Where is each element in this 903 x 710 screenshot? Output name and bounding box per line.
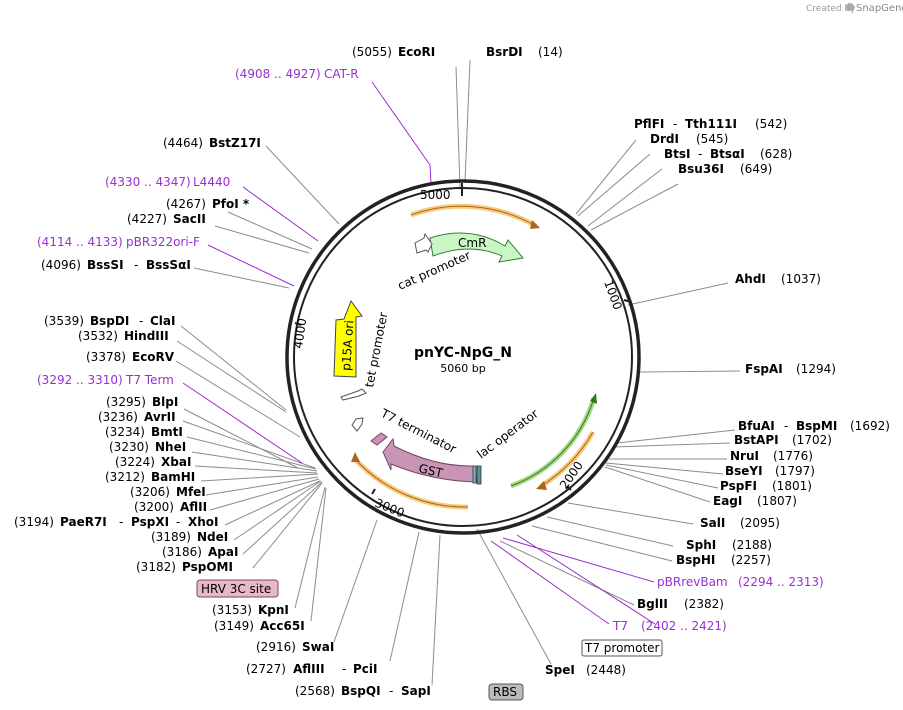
site-bamhi[interactable]: (3212)BamHI <box>105 470 195 484</box>
site-ecorv[interactable]: (3378)EcoRV <box>86 350 175 364</box>
gst-orf-line <box>353 457 469 508</box>
site-nhei[interactable]: (3230)NheI <box>109 440 186 454</box>
p15a-label: p15A ori <box>339 320 356 371</box>
p15a-ori-feature[interactable] <box>333 299 363 378</box>
primer-lines <box>182 81 656 625</box>
site-bstapi[interactable]: BstAPI(1702) <box>734 433 832 447</box>
tet-promoter-label: tet promoter <box>362 311 390 389</box>
site-ecori[interactable]: (5055)EcoRI <box>352 45 435 59</box>
site-fspai[interactable]: FspAI(1294) <box>745 362 836 376</box>
snapgene-logo-icon <box>846 3 854 11</box>
site-labels: (5055)EcoRI BsrDI(14) (4908 .. 4927)CAT-… <box>14 45 890 698</box>
site-avrii[interactable]: (3236)AvrII <box>98 410 176 424</box>
cmr-label: CmR <box>458 236 486 250</box>
site-acc65i[interactable]: (3149)Acc65I <box>214 619 305 633</box>
site-afliii[interactable]: (2727)AflIII-PciI <box>246 662 378 676</box>
brand-text: SnapGene <box>856 3 903 14</box>
site-pfoi[interactable]: (4267)PfoI * <box>166 197 250 211</box>
site-bsu36i[interactable]: Bsu36I(649) <box>678 162 772 176</box>
cat-orf-line <box>410 205 537 227</box>
site-bspqi[interactable]: (2568)BspQI-SapI <box>295 684 431 698</box>
primer-pbr322ori-f[interactable]: (4114 .. 4133)pBR322ori-F <box>37 235 200 249</box>
site-kpni[interactable]: (3153)KpnI <box>212 603 289 617</box>
t7-terminator-icon <box>351 417 364 432</box>
site-bstz17i[interactable]: (4464)BstZ17I <box>163 136 261 150</box>
t7-promoter-box[interactable]: T7 promoter <box>581 639 663 657</box>
site-bsrdi[interactable]: BsrDI(14) <box>486 45 563 59</box>
site-mfei[interactable]: (3206)MfeI <box>130 485 206 499</box>
lacI-arrowhead-icon <box>590 393 597 404</box>
site-btsi[interactable]: BtsI-BtsαI(628) <box>664 147 792 161</box>
lac-orf-arrowhead-icon <box>536 481 547 490</box>
site-pspfi[interactable]: PspFI(1801) <box>720 479 812 493</box>
site-pflfi[interactable]: PflFI-Tth111I(542) <box>634 117 787 131</box>
plasmid-length: 5060 bp <box>440 362 485 375</box>
tick-4000: 4000 <box>291 317 309 349</box>
primer-t7[interactable]: T7(2402 .. 2421) <box>612 619 727 633</box>
backbone-outer <box>285 179 641 535</box>
site-ahdi[interactable]: AhdI(1037) <box>735 272 821 286</box>
site-nrui[interactable]: NruI(1776) <box>730 449 813 463</box>
connector-lines <box>175 59 741 686</box>
hrv-box[interactable]: HRV 3C site <box>196 579 279 598</box>
hrv-site-feature[interactable] <box>370 432 388 446</box>
site-ndei[interactable]: (3189)NdeI <box>151 530 228 544</box>
site-bmti[interactable]: (3234)BmtI <box>105 425 183 439</box>
site-bglii[interactable]: BglII(2382) <box>637 597 724 611</box>
site-blpi[interactable]: (3295)BlpI <box>106 395 178 409</box>
lac-orf-line <box>540 431 594 487</box>
rbs-box[interactable]: RBS <box>488 683 524 701</box>
gst-label: GST <box>417 461 444 480</box>
rbs-marker <box>472 465 477 484</box>
primer-pbrrevbam[interactable]: pBRrevBam(2294 .. 2313) <box>657 575 824 589</box>
tick-marks <box>294 183 632 495</box>
lac-operator-label: lac operator <box>474 406 541 461</box>
site-swai[interactable]: (2916)SwaI <box>256 640 334 654</box>
site-pspomi[interactable]: (3182)PspOMI <box>136 560 233 574</box>
rbs-box-label: RBS <box>493 685 517 699</box>
tick-5000: 5000 <box>420 188 451 202</box>
snapgene-credit: Created by SnapGene <box>806 3 903 14</box>
site-bsphi[interactable]: BspHI(2257) <box>676 553 771 567</box>
site-sali[interactable]: SalI(2095) <box>700 516 780 530</box>
site-bseyi[interactable]: BseYI(1797) <box>725 464 815 478</box>
site-bfuai[interactable]: BfuAI-BspMI(1692) <box>738 419 890 433</box>
primer-t7-term[interactable]: (3292 .. 3310)T7 Term <box>37 373 174 387</box>
site-paer7i[interactable]: (3194)PaeR7I-PspXI-XhoI <box>14 515 219 529</box>
primer-l4440[interactable]: (4330 .. 4347)L4440 <box>105 175 230 189</box>
primer-cat-r[interactable]: (4908 .. 4927)CAT-R <box>235 67 359 81</box>
site-hindiii[interactable]: (3532)HindIII <box>78 329 169 343</box>
hrv-box-label: HRV 3C site <box>201 582 271 596</box>
cat-orf-arrowhead-icon <box>530 220 540 229</box>
site-drdi[interactable]: DrdI(545) <box>650 132 728 146</box>
site-sphi[interactable]: SphI(2188) <box>686 538 772 552</box>
site-aflii[interactable]: (3200)AflII <box>134 500 207 514</box>
cmr-feature[interactable] <box>429 232 524 263</box>
tet-promoter-feature[interactable] <box>340 388 367 401</box>
lac-operator-marker <box>476 465 482 485</box>
lacI-line <box>510 397 595 487</box>
site-bspdi[interactable]: (3539)BspDI-ClaI <box>44 314 175 328</box>
credit-text: Created by <box>806 4 856 14</box>
site-eagi[interactable]: EagI(1807) <box>713 494 797 508</box>
plasmid-name: pnYC-NpG_N <box>414 345 512 361</box>
site-xbai[interactable]: (3224)XbaI <box>115 455 191 469</box>
gst-orf-arrowhead-icon <box>351 452 360 462</box>
site-apai[interactable]: (3186)ApaI <box>162 545 238 559</box>
site-sacii[interactable]: (4227)SacII <box>127 212 206 226</box>
site-bsssi[interactable]: (4096)BssSI-BssSαI <box>41 258 191 272</box>
cat-promoter-feature[interactable] <box>414 232 433 254</box>
t7-promoter-box-label: T7 promoter <box>584 641 660 655</box>
site-spei[interactable]: SpeI(2448) <box>545 663 626 677</box>
